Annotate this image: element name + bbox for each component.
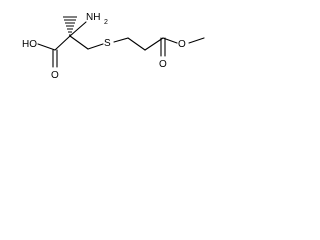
- atom-label-ester-carbonyl-oxygen: O: [159, 59, 167, 70]
- bond-ch2-ch2: [127, 37, 146, 51]
- atom-label-acid-carbonyl-oxygen: O: [51, 70, 59, 81]
- atom-label-nh2: NH: [86, 12, 100, 23]
- bond-c-oh: [37, 43, 56, 51]
- bond-cester-o: [162, 37, 178, 44]
- atom-label-nh2-subscript: 2: [104, 19, 108, 26]
- bond-calpha-ch2: [69, 35, 89, 50]
- atom-label-acid-hydroxyl: HO: [22, 39, 37, 50]
- bond-ch2-cester: [144, 37, 164, 51]
- atom-label-sulfur: S: [104, 38, 111, 49]
- stereo-hash-bond: [63, 16, 77, 36]
- bond-calpha-ccarboxyl: [54, 35, 71, 51]
- atom-label-ester-methoxy-oxygen: O: [178, 39, 186, 50]
- bond-o-methyl: [188, 37, 205, 44]
- molecule-structure: NH 2 HO O S O O: [22, 12, 205, 81]
- bond-calpha-n: [69, 21, 87, 37]
- bond-s-ch2: [113, 37, 129, 43]
- bond-ch2-s: [87, 43, 104, 50]
